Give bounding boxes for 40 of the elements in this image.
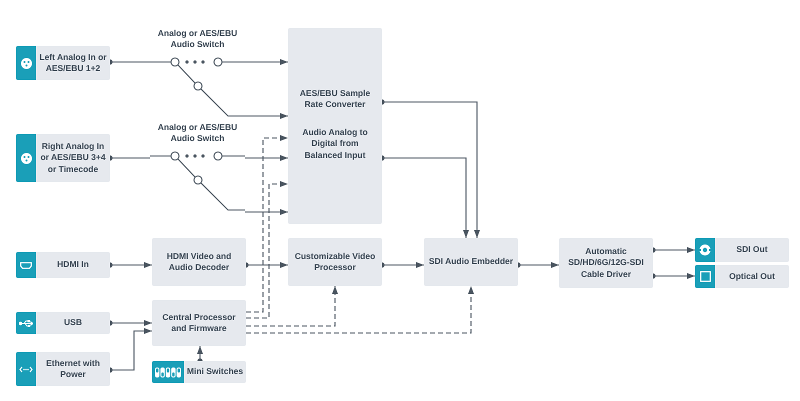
port-label: Optical Out [728,270,776,283]
port-box [16,134,110,182]
port-label: SDI Out [735,243,769,256]
port-label: Ethernet with Power [45,356,101,381]
process-box [288,28,382,224]
port-label: HDMI In [56,258,90,272]
process-label: AES/EBU Sample Rate Converter [298,88,372,111]
process-label: Central Processor and Firmware [161,312,237,334]
process-label: Customizable Video Processor [294,250,376,274]
port-box [16,46,110,80]
port-box [16,252,110,278]
switch-label: Analog or AES/EBU Audio Switch [156,122,238,144]
process-box [152,300,246,346]
port-label: Mini Switches [186,365,244,378]
arrow [245,113,288,119]
process-box [424,238,518,286]
port-label: Left Analog In or AES/EBU 1+2 [38,50,108,75]
dashed-arrow [246,286,474,334]
switch-label: Analog or AES/EBU Audio Switch [156,28,238,50]
process-box [559,238,653,288]
port-box [695,265,789,288]
arrow [245,209,288,215]
port-box [152,361,246,383]
process-box [152,238,246,286]
process-label: HDMI Video and Audio Decoder [166,250,232,274]
port-label: Right Analog In or AES/EBU 3+4 or Timecode [39,140,107,176]
port-label: USB [63,316,83,330]
port-box [16,312,110,334]
arrow [245,59,288,65]
process-label: Automatic SD/HD/6G/12G-SDI Cable Driver [567,246,645,280]
port-box [16,352,110,386]
process-label: Audio Analog to Digital from Balanced Input [301,126,369,162]
arrow [245,155,288,161]
dashed-arrow [246,135,288,313]
dashed-arrow [246,286,338,327]
process-box [288,238,382,286]
dashed-arrow [246,181,288,319]
arrow [197,346,203,364]
port-box [695,238,789,262]
process-label: SDI Audio Embedder [428,256,514,268]
